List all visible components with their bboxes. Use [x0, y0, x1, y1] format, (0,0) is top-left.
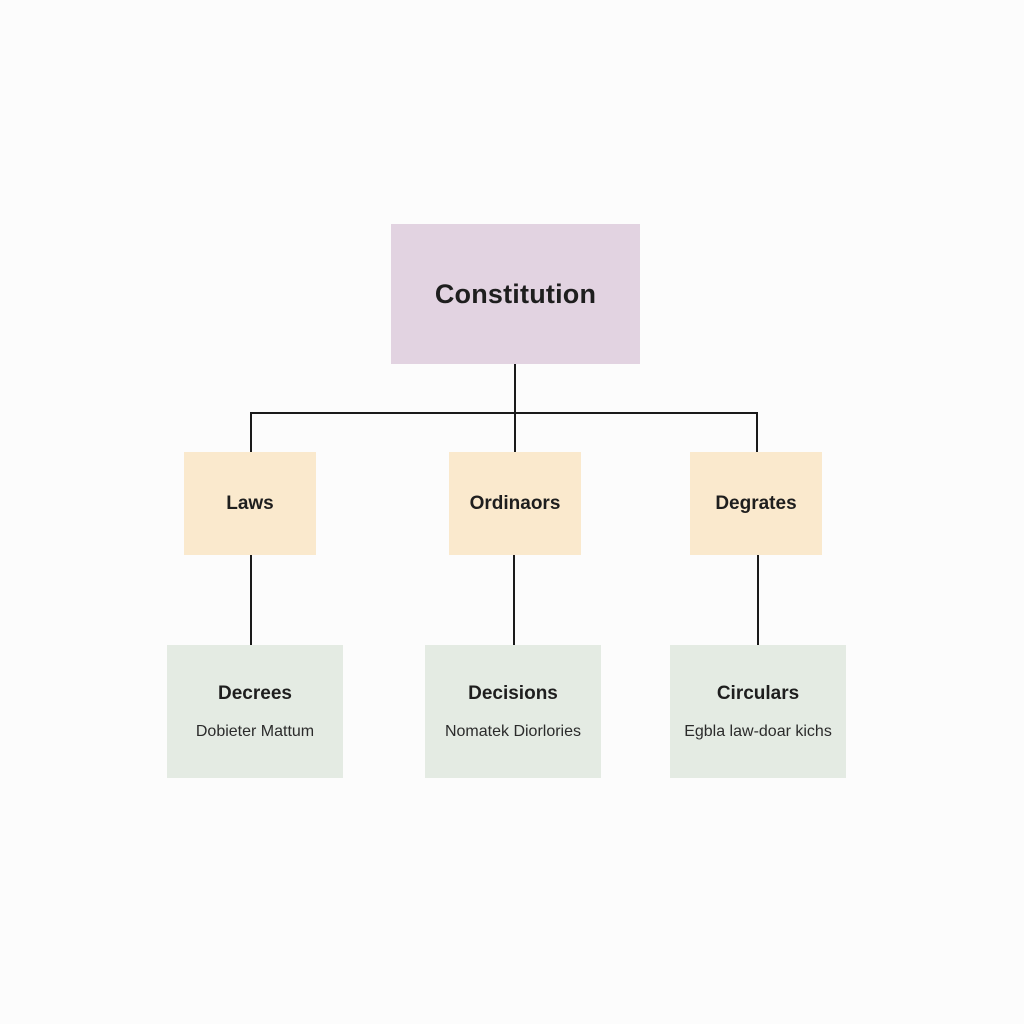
node-decrees: Decrees Dobieter Mattum — [167, 645, 343, 778]
node-label: Degrates — [715, 492, 797, 514]
node-sublabel: Dobieter Mattum — [195, 722, 315, 740]
node-sublabel: Nomatek Diorlories — [444, 722, 582, 740]
node-laws: Laws — [184, 452, 316, 555]
node-label: Decrees — [218, 682, 292, 704]
node-sublabel: Egbla law-doar kichs — [684, 722, 832, 740]
node-label: Ordinaors — [469, 492, 561, 514]
node-label: Circulars — [716, 682, 800, 704]
node-circulars: Circulars Egbla law-doar kichs — [670, 645, 846, 778]
node-label: Laws — [226, 492, 274, 514]
node-decisions: Decisions Nomatek Diorlories — [425, 645, 601, 778]
node-degrates: Degrates — [690, 452, 822, 555]
node-ordinaors: Ordinaors — [449, 452, 581, 555]
node-label: Constitution — [434, 278, 597, 309]
node-constitution: Constitution — [391, 224, 640, 364]
node-label: Decisions — [468, 682, 558, 704]
